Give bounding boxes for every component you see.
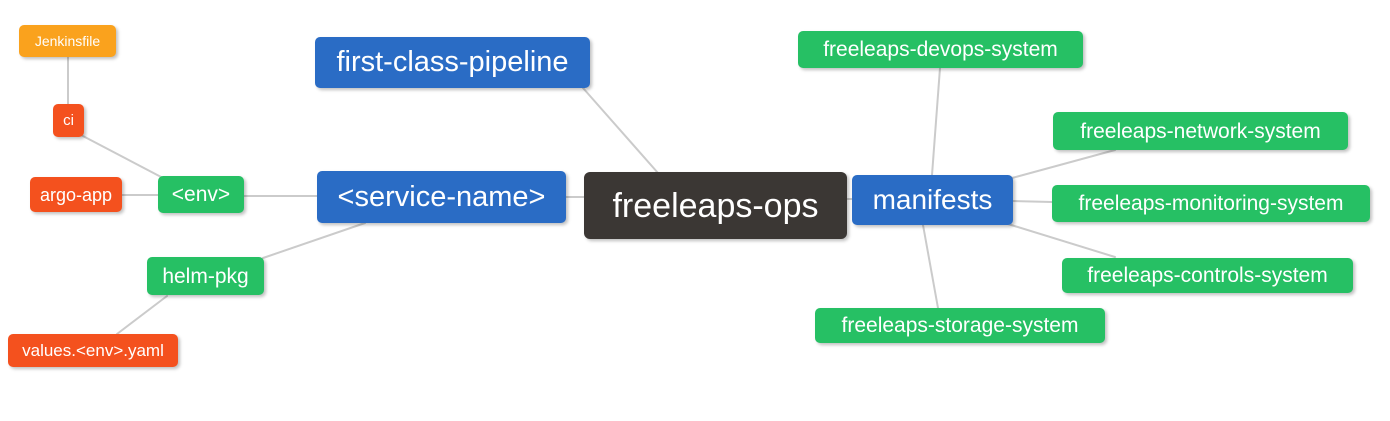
node-freeleaps-storage-system[interactable]: freeleaps-storage-system [815, 308, 1105, 343]
edge-ci-env [80, 134, 164, 179]
edge-manifests-controls [1007, 223, 1116, 258]
edge-manifests-storage [922, 224, 939, 309]
node-manifests[interactable]: manifests [852, 175, 1013, 225]
node-freeleaps-network-system[interactable]: freeleaps-network-system [1053, 112, 1348, 150]
node-helm-pkg[interactable]: helm-pkg [147, 257, 264, 295]
node-values-env-yaml[interactable]: values.<env>.yaml [8, 334, 178, 367]
node-freeleaps-controls-system[interactable]: freeleaps-controls-system [1062, 258, 1353, 293]
edge-helm-pkg-values [116, 295, 168, 335]
edge-pipeline-freeleaps-ops [582, 87, 659, 174]
node-freeleaps-monitoring-system[interactable]: freeleaps-monitoring-system [1052, 185, 1370, 222]
edge-manifests-network [1011, 149, 1116, 179]
node-env[interactable]: <env> [158, 176, 244, 213]
node-first-class-pipeline[interactable]: first-class-pipeline [315, 37, 590, 88]
node-freeleaps-devops-system[interactable]: freeleaps-devops-system [798, 31, 1083, 68]
edge-service-name-helm-pkg [262, 222, 366, 259]
edge-manifests-monitoring [1012, 200, 1053, 203]
node-service-name[interactable]: <service-name> [317, 171, 566, 223]
node-ci[interactable]: ci [53, 104, 84, 137]
node-jenkinsfile[interactable]: Jenkinsfile [19, 25, 116, 57]
node-argo-app[interactable]: argo-app [30, 177, 122, 212]
edge-manifests-devops [931, 67, 941, 176]
node-freeleaps-ops-root[interactable]: freeleaps-ops [584, 172, 847, 239]
